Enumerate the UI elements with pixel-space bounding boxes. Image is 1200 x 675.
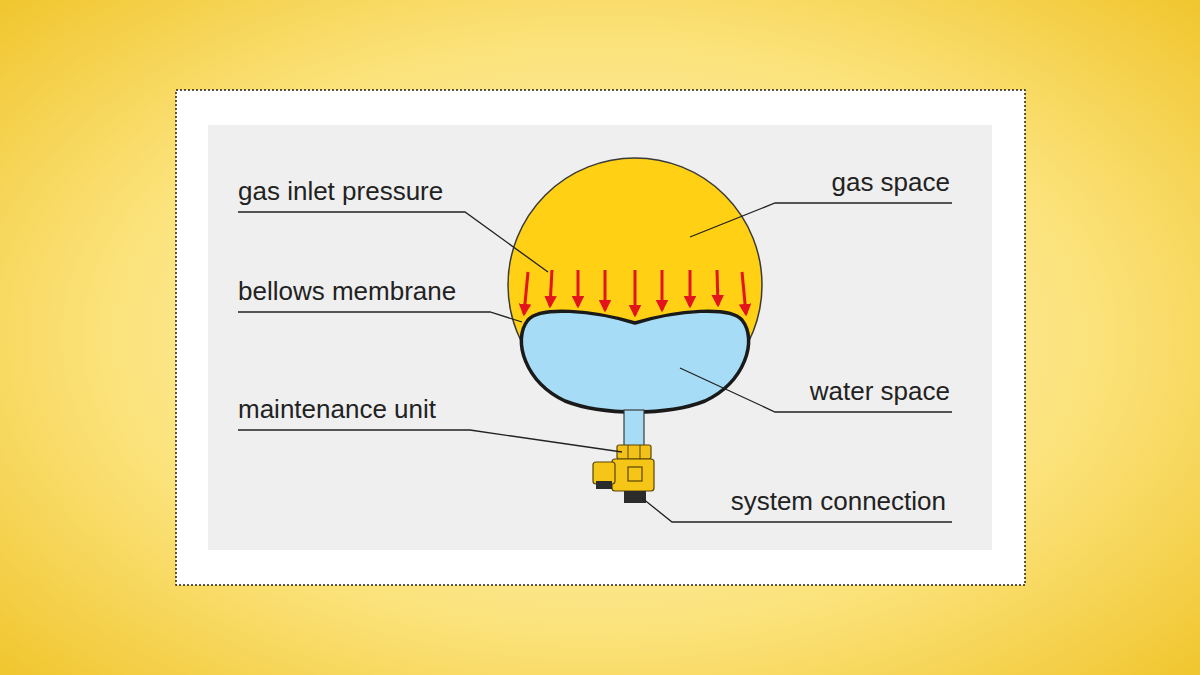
valve-square xyxy=(628,467,642,481)
side-valve xyxy=(593,462,615,484)
pressure-arrow xyxy=(689,270,692,306)
part-label: gas inlet pressure xyxy=(238,176,443,206)
pressure-arrows xyxy=(524,270,746,315)
grey-panel xyxy=(208,125,992,550)
pressure-arrow xyxy=(550,270,552,306)
vessel-neck xyxy=(624,410,644,446)
part-label: bellows membrane xyxy=(238,276,456,306)
part-label: maintenance unit xyxy=(238,394,436,424)
pressure-arrow xyxy=(742,272,746,314)
system-thread xyxy=(624,491,646,503)
leader-line xyxy=(690,203,952,237)
gas-space-shell xyxy=(508,158,762,412)
pressure-arrow xyxy=(604,270,607,310)
nut-edge xyxy=(628,445,629,459)
water-space-membrane xyxy=(521,311,748,412)
pressure-arrow xyxy=(524,272,528,314)
leader-line xyxy=(238,430,622,452)
hex-nut xyxy=(617,445,651,459)
valve-body xyxy=(612,459,654,491)
leader-line xyxy=(680,368,952,412)
leader-line xyxy=(238,212,548,272)
pressure-arrow xyxy=(577,270,580,306)
part-label: system connection xyxy=(731,486,946,516)
white-panel xyxy=(176,90,1025,585)
leader-line xyxy=(238,312,522,322)
pressure-arrow xyxy=(634,270,637,315)
side-valve-cap xyxy=(596,481,612,489)
pressure-arrow xyxy=(661,270,664,310)
nut-edge xyxy=(640,445,641,459)
pressure-arrow xyxy=(717,270,718,305)
part-label: gas space xyxy=(831,167,950,197)
part-label: water space xyxy=(810,376,950,406)
